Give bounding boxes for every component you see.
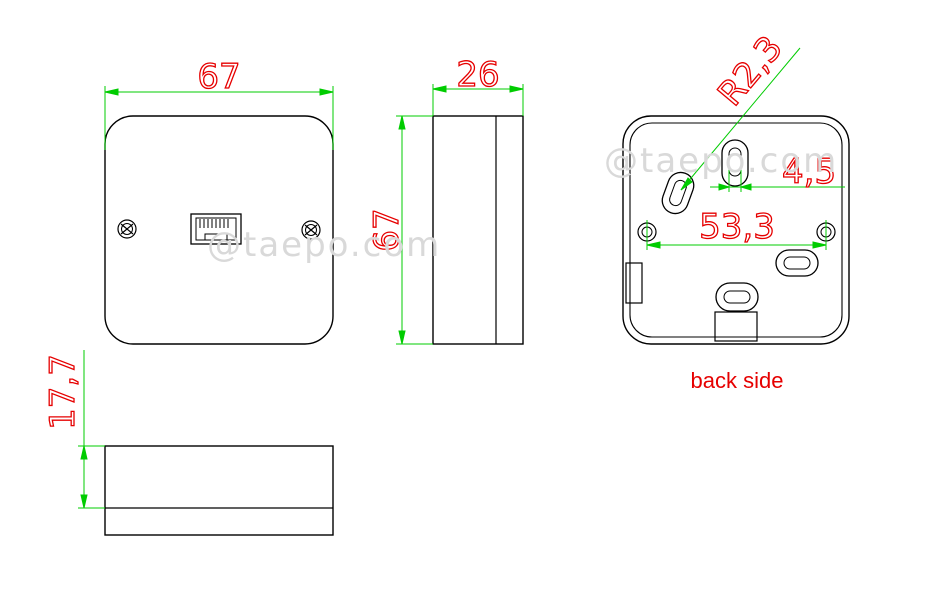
left-slanted-slot-icon: [661, 171, 695, 215]
back-outer-outline: [622, 115, 850, 345]
right-horizontal-slot-icon: [775, 249, 819, 277]
slot-width-dimension: [710, 160, 845, 192]
right-screw-icon: [301, 220, 321, 240]
side-outline: [432, 115, 524, 345]
bottom-view: 17,7: [42, 350, 334, 536]
bottom-outline: [104, 445, 334, 536]
front-width-label: 67: [197, 57, 240, 97]
rj45-jack-icon: [190, 213, 242, 245]
radius-leader-line: [680, 47, 801, 191]
bottom-height-label: 17,7: [43, 354, 83, 430]
side-height-dimension: [396, 115, 433, 345]
radius-label: R2,3: [710, 29, 791, 114]
back-inner-outline: [629, 122, 843, 338]
front-outline: [104, 115, 334, 345]
slot-width-label: 4,5: [782, 152, 836, 192]
left-screw-icon: [117, 219, 137, 239]
side-depth-dimension: [432, 84, 524, 116]
side-view: 26 67: [366, 54, 524, 345]
bottom-horizontal-slot-icon: [715, 282, 759, 312]
side-height-label: 67: [367, 208, 407, 251]
hole-spacing-label: 53,3: [699, 207, 775, 247]
front-width-dimension: [104, 86, 334, 150]
back-view: R2,3 4,5 53,3 back side: [622, 28, 850, 393]
front-view: 67: [104, 56, 334, 345]
hole-spacing-dimension: [646, 220, 827, 250]
watermark-front: @taepo.com: [207, 225, 441, 265]
bottom-height-dimension: [78, 350, 105, 509]
watermark-back: @taepo.com: [604, 141, 838, 181]
side-depth-label: 26: [456, 55, 499, 95]
left-cable-knockout: [625, 262, 643, 304]
bottom-cable-knockout: [714, 311, 758, 342]
back-side-caption: back side: [691, 368, 784, 393]
